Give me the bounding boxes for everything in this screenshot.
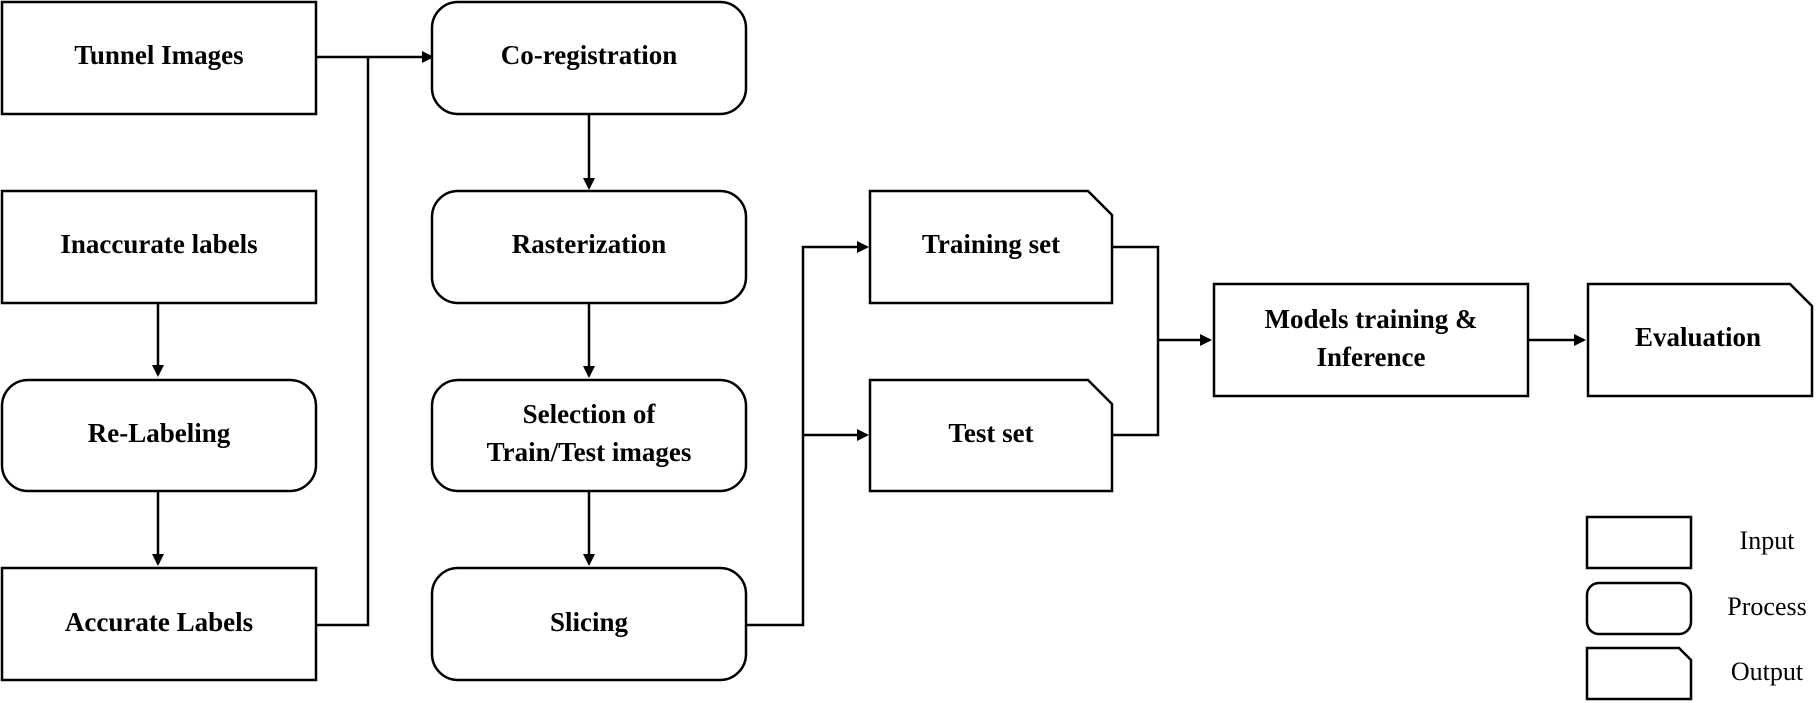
edges xyxy=(152,51,1586,627)
node-rasterization-label: Rasterization xyxy=(512,229,666,259)
node-training-set: Training set xyxy=(868,189,1114,305)
node-relabeling-label: Re-Labeling xyxy=(88,418,231,448)
node-tunnel-images: Tunnel Images xyxy=(0,0,318,116)
node-models-training-label-line2: Inference xyxy=(1317,342,1426,372)
legend-item-input: Input xyxy=(1585,515,1796,570)
legend-output-label: Output xyxy=(1731,657,1804,686)
node-models-training-label-line1: Models training & xyxy=(1265,304,1478,334)
node-accurate-labels: Accurate Labels xyxy=(0,566,318,682)
legend: Input Process Output xyxy=(1585,515,1807,701)
legend-process-swatch xyxy=(1585,581,1693,636)
node-inaccurate-labels-label: Inaccurate labels xyxy=(60,229,257,259)
node-coregistration-label: Co-registration xyxy=(501,40,677,70)
node-evaluation-label: Evaluation xyxy=(1635,322,1761,352)
legend-input-swatch xyxy=(1585,515,1693,570)
node-inaccurate-labels: Inaccurate labels xyxy=(0,189,318,305)
legend-item-process: Process xyxy=(1585,581,1807,636)
legend-output-swatch xyxy=(1585,646,1693,701)
edge-test-to-models xyxy=(1112,340,1160,437)
node-test-set-label: Test set xyxy=(948,418,1033,448)
node-coregistration: Co-registration xyxy=(430,0,748,116)
node-selection-label-line2: Train/Test images xyxy=(487,437,692,467)
node-rasterization: Rasterization xyxy=(430,189,748,305)
node-slicing-label: Slicing xyxy=(550,607,629,637)
node-selection: Selection of Train/Test images xyxy=(430,378,748,493)
node-tunnel-images-label: Tunnel Images xyxy=(74,40,243,70)
node-models-training: Models training & Inference xyxy=(1212,282,1530,398)
node-test-set: Test set xyxy=(868,378,1114,493)
legend-item-output: Output xyxy=(1585,646,1804,701)
edge-training-to-models xyxy=(1112,245,1160,340)
legend-input-label: Input xyxy=(1740,526,1796,555)
node-accurate-labels-label: Accurate Labels xyxy=(65,607,253,637)
node-evaluation: Evaluation xyxy=(1586,282,1814,398)
edge-accurate-labels-to-coregistration xyxy=(316,57,370,627)
node-selection-label-line1: Selection of xyxy=(523,399,657,429)
legend-process-label: Process xyxy=(1727,592,1806,621)
node-relabeling: Re-Labeling xyxy=(0,378,318,493)
node-slicing: Slicing xyxy=(430,566,748,682)
node-training-set-label: Training set xyxy=(922,229,1060,259)
